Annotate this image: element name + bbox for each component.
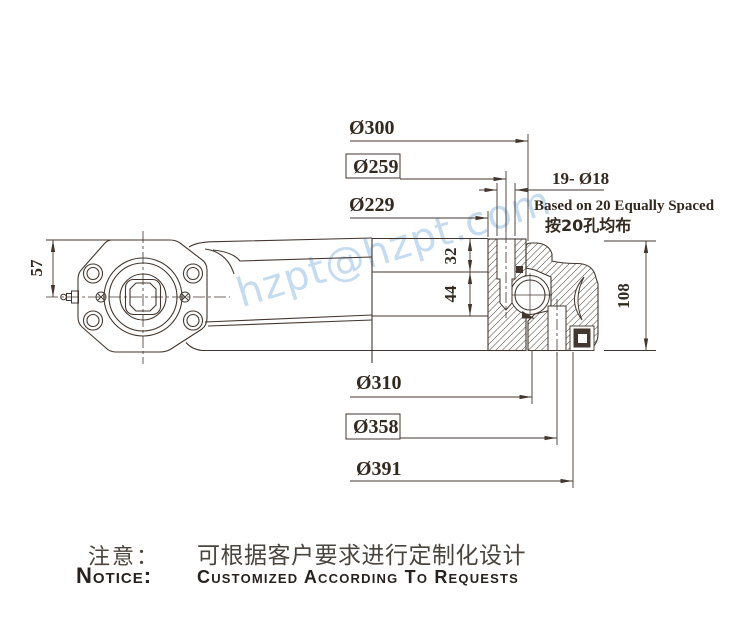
flange-boss-circle xyxy=(103,257,183,337)
housing-flange-outline xyxy=(77,239,208,353)
left-end-view xyxy=(46,231,230,364)
dimension-lines xyxy=(46,134,656,488)
dim-d358-label: Ø358 xyxy=(353,416,399,438)
set-screws xyxy=(95,291,191,303)
dim-h57-label: 57 xyxy=(27,259,46,277)
dimension-labels: Ø300 Ø259 Ø229 19- Ø18 Based on 20 Equal… xyxy=(27,117,715,480)
bore-counterbore-circle xyxy=(119,273,167,321)
dim-d259-label: Ø259 xyxy=(353,156,399,178)
dim-d391-label: Ø391 xyxy=(356,458,402,480)
seal-core xyxy=(578,334,587,343)
flange-boss-inner-circle xyxy=(108,262,178,332)
holes-note-en: Based on 20 Equally Spaced xyxy=(534,198,715,214)
centerlines xyxy=(46,231,230,364)
dim-h44-label: 44 xyxy=(441,285,460,303)
dim-d229-label: Ø229 xyxy=(349,194,395,216)
upper-seal-block xyxy=(516,266,523,273)
ball-centerlines xyxy=(508,273,552,317)
worm-housing-side xyxy=(185,237,488,363)
holes-note-zh: 按20孔均布 xyxy=(545,216,631,235)
dim-box-358 xyxy=(345,413,401,440)
gear-tooth-profile xyxy=(574,276,585,321)
dim-h32-label: 32 xyxy=(441,248,460,265)
dim-h108-label: 108 xyxy=(614,283,633,309)
mounting-bolt-holes xyxy=(82,263,204,331)
square-drive-bore xyxy=(129,282,157,312)
bearing-ring-silhouette xyxy=(372,237,488,352)
lower-seal-wedge xyxy=(522,311,535,319)
grease-fitting xyxy=(60,290,79,304)
dim-holes-label: 19- Ø18 xyxy=(552,169,609,188)
dim-d300-label: Ø300 xyxy=(349,117,395,139)
bearing-cross-section xyxy=(487,238,599,352)
square-bore-outline xyxy=(124,278,162,316)
dim-box-259 xyxy=(345,153,401,179)
dim-d310-label: Ø310 xyxy=(356,372,402,394)
